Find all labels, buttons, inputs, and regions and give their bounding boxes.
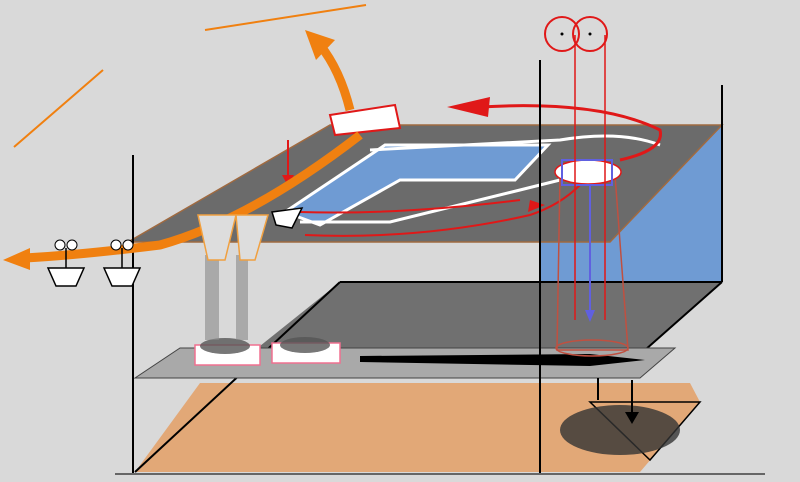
red-return-arrow-line (479, 104, 662, 162)
orange-line-left (13, 69, 104, 148)
orange-line-top (204, 4, 367, 31)
tower-flow-arrowhead (585, 310, 595, 322)
scraper-device (271, 207, 304, 229)
red-arrowhead-top (447, 97, 490, 117)
exhaust-unit (328, 103, 402, 137)
tower-base (555, 339, 629, 357)
conveyor-arrow (360, 354, 645, 366)
material-stream-1 (205, 255, 219, 340)
material-pile-1 (200, 338, 250, 354)
orange-outflow-arrow (24, 131, 363, 263)
pulley-left (544, 16, 580, 52)
material-stream-2 (236, 255, 248, 340)
hopper-2 (235, 214, 269, 261)
pulley-right (572, 16, 608, 52)
hopper-1 (197, 214, 237, 261)
red-arrowhead-mid (528, 200, 545, 212)
mid-floor-diagonal (644, 281, 723, 351)
discharge-pile (560, 405, 680, 455)
fan-unit-1 (46, 239, 86, 287)
tower-filter-box (561, 159, 613, 186)
material-pile-2 (280, 337, 330, 353)
orange-outflow-arrowhead (3, 248, 30, 270)
pulley-axle-right (588, 32, 592, 36)
floor (135, 383, 700, 472)
fan-unit-2 (102, 239, 142, 287)
orange-exhaust-arrowhead (305, 30, 335, 60)
drop-arrow (625, 412, 639, 424)
pulley-axle-left (560, 32, 564, 36)
